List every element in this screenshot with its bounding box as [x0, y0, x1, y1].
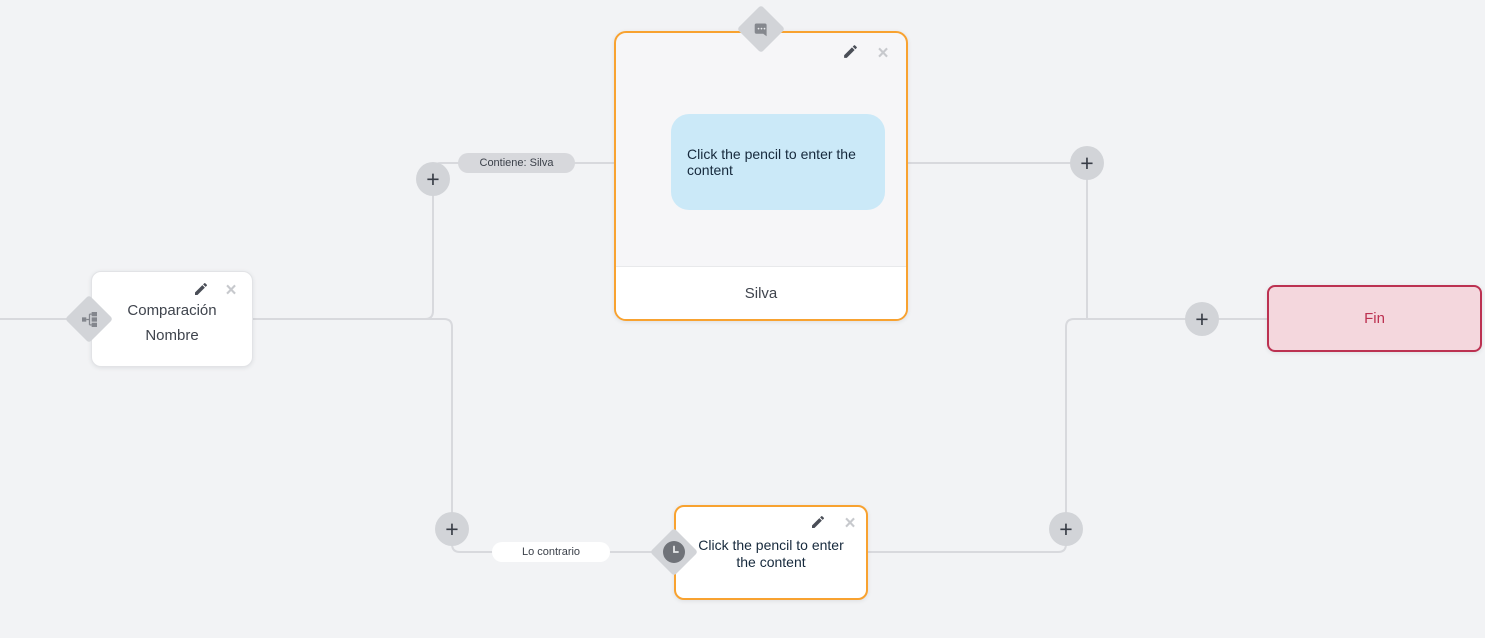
delay-type-badge	[649, 527, 699, 577]
pencil-icon	[810, 514, 826, 535]
condition-title-line1: Comparación	[127, 302, 217, 319]
edit-message-button[interactable]	[841, 45, 859, 63]
delete-message-button[interactable]: ×	[874, 43, 892, 64]
end-node[interactable]: Fin	[1267, 285, 1482, 352]
edge-delay-to-end	[868, 318, 1267, 553]
message-preview-area: Click the pencil to enter the content	[616, 33, 906, 266]
delete-condition-button[interactable]: ×	[222, 280, 240, 301]
add-step-button-true-branch[interactable]: +	[416, 162, 450, 196]
pencil-icon	[193, 281, 209, 302]
pencil-icon	[842, 43, 859, 65]
add-step-button-before-end[interactable]: +	[1185, 302, 1219, 336]
condition-true-label: Contiene: Silva	[458, 153, 575, 173]
close-icon: ×	[844, 513, 856, 534]
message-type-badge	[736, 4, 786, 54]
edit-delay-button[interactable]	[809, 515, 827, 533]
condition-title-line2: Nombre	[145, 327, 199, 344]
message-footer-label: Silva	[744, 284, 778, 302]
close-icon: ×	[877, 43, 889, 64]
delete-delay-button[interactable]: ×	[841, 513, 859, 534]
end-node-label: Fin	[1364, 310, 1385, 327]
message-footer: Silva	[616, 266, 906, 319]
add-step-button-after-message[interactable]: +	[1070, 146, 1104, 180]
add-step-button-false-branch[interactable]: +	[435, 512, 469, 546]
edge-message-out	[908, 162, 1088, 319]
edit-condition-button[interactable]	[192, 282, 210, 300]
sitemap-icon	[65, 295, 113, 343]
condition-false-label: Lo contrario	[492, 542, 610, 562]
message-node[interactable]: × Click the pencil to enter the content …	[614, 31, 908, 321]
chat-dots-icon	[737, 5, 785, 53]
edge-condition-false	[253, 318, 674, 553]
delay-node[interactable]: × Click the pencil to enter the content	[674, 505, 868, 600]
delay-node-text: Click the pencil to enter the content	[698, 537, 844, 570]
message-bubble: Click the pencil to enter the content	[671, 114, 885, 210]
clock-icon	[650, 528, 698, 576]
message-bubble-text: Click the pencil to enter the content	[687, 146, 856, 178]
close-icon: ×	[225, 280, 237, 301]
condition-node[interactable]: × Comparación Nombre	[91, 271, 253, 367]
add-step-button-after-delay[interactable]: +	[1049, 512, 1083, 546]
condition-type-badge	[64, 294, 114, 344]
